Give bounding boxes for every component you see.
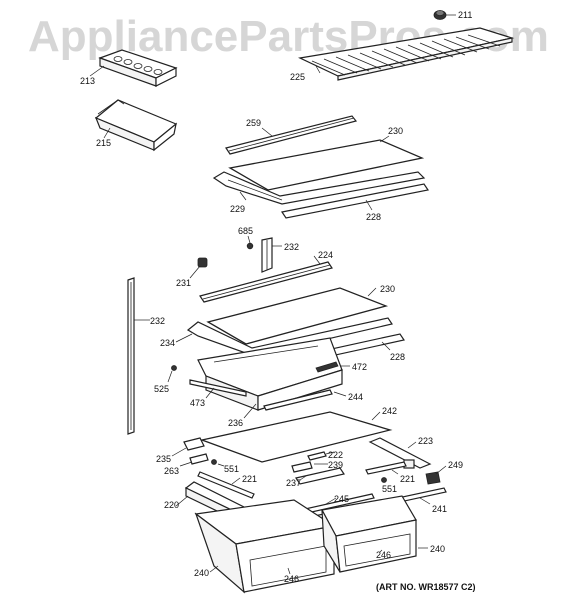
callout-239: 239	[328, 460, 344, 470]
art-number: (ART NO. WR18577 C2)	[376, 582, 476, 592]
callout-234: 234	[160, 338, 176, 348]
callout-221-left: 221	[242, 474, 258, 484]
callout-525: 525	[154, 384, 170, 394]
callout-235: 235	[156, 454, 172, 464]
part-224-trim	[199, 255, 333, 303]
part-240-left-crisper	[194, 499, 336, 594]
callout-249: 249	[448, 460, 464, 470]
part-472-slide	[315, 361, 350, 373]
callout-222: 222	[328, 450, 344, 460]
part-230-glass-shelf-lower	[206, 287, 389, 345]
part-244-rail	[263, 389, 347, 411]
part-232-bracket-small	[261, 237, 282, 273]
callout-551-right: 551	[382, 484, 398, 494]
callout-244: 244	[348, 392, 364, 402]
callout-472: 472	[352, 362, 368, 372]
callout-225: 225	[290, 72, 306, 82]
callout-473: 473	[190, 398, 206, 408]
callout-215: 215	[96, 138, 112, 148]
callout-229: 229	[230, 204, 246, 214]
part-473-rail	[189, 379, 247, 399]
callout-246-right: 246	[376, 550, 392, 560]
callout-241: 241	[432, 504, 448, 514]
part-232-long-rail	[127, 277, 150, 435]
part-211-knob	[433, 10, 456, 20]
callout-232-small: 232	[284, 242, 300, 252]
part-259-trim	[225, 115, 358, 155]
callout-228-upper: 228	[366, 212, 382, 222]
callout-685: 685	[238, 226, 254, 236]
callout-246-left: 246	[284, 574, 300, 584]
part-234-shelf-frame-middle	[175, 317, 393, 357]
callout-228-middle: 228	[390, 352, 406, 362]
callout-551-left: 551	[224, 464, 240, 474]
part-221-left-rail	[197, 471, 255, 499]
part-685-screw	[246, 235, 254, 250]
part-263-551-left	[179, 453, 225, 467]
part-525-pin	[167, 365, 177, 383]
callout-211: 211	[458, 10, 473, 20]
part-228-rail-upper	[281, 183, 429, 219]
part-231-clip	[189, 257, 208, 279]
part-235-bracket	[171, 437, 205, 457]
callout-237: 237	[286, 478, 302, 488]
callout-213: 213	[80, 76, 96, 86]
callout-240-left: 240	[194, 568, 210, 578]
part-240-right-crisper	[321, 495, 428, 573]
callout-236: 236	[228, 418, 244, 428]
part-237-bracket	[295, 467, 345, 485]
callout-221-right: 221	[400, 474, 416, 484]
part-225-wire-shelf	[298, 27, 515, 81]
part-229-shelf-frame-upper	[212, 171, 426, 205]
part-230-glass-shelf-upper	[228, 135, 425, 191]
callout-240-right: 240	[430, 544, 446, 554]
callout-224: 224	[318, 250, 334, 260]
part-215-dairy-bin	[94, 99, 178, 152]
part-213-egg-tray	[89, 49, 178, 87]
part-236-pan-frame	[197, 337, 343, 419]
part-222-239-clips	[291, 451, 335, 473]
callout-223: 223	[418, 436, 434, 446]
part-249-cam	[425, 465, 447, 485]
callout-230-lower: 230	[380, 284, 396, 294]
callout-220: 220	[164, 500, 180, 510]
callout-245: 245	[334, 494, 350, 504]
callout-231: 231	[176, 278, 192, 288]
callout-242: 242	[382, 406, 398, 416]
part-242-crisper-cover	[199, 411, 393, 463]
callout-263: 263	[164, 466, 180, 476]
callout-230-upper: 230	[388, 126, 404, 136]
part-221-551-right	[365, 461, 407, 483]
callout-259: 259	[246, 118, 262, 128]
callout-232-long: 232	[150, 316, 166, 326]
